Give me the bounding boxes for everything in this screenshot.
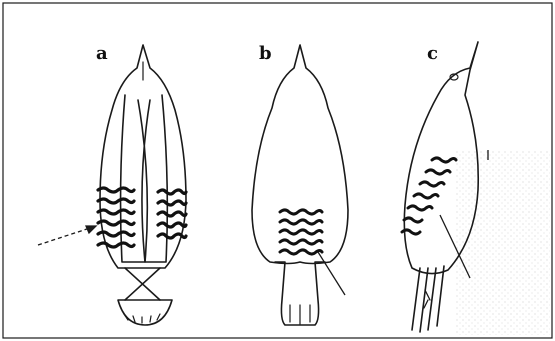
noise-area — [455, 150, 550, 335]
bird-b — [252, 45, 348, 325]
bird-b-belly-bars — [280, 210, 322, 254]
bird-a — [100, 45, 186, 325]
panel-label-a: a — [96, 45, 108, 63]
panel-label-c: c — [427, 45, 438, 63]
panel-label-b: b — [259, 45, 272, 63]
bird-a-pointer-arrow — [38, 226, 96, 245]
bird-b-pointer-line — [318, 252, 345, 295]
